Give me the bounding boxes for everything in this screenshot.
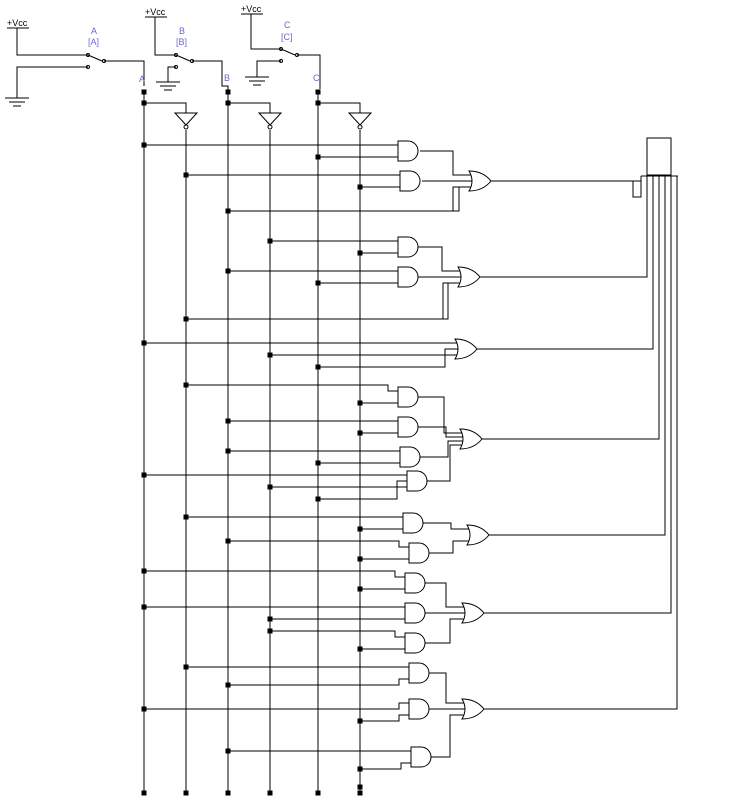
inverter-bubble-b (267, 124, 273, 130)
and-gate-4 (397, 266, 419, 288)
and-gate-11 (404, 572, 426, 594)
and-gate-10 (408, 542, 430, 564)
or-gate-7 (461, 698, 485, 720)
and-gate-7 (399, 446, 421, 468)
ground-symbol-a (5, 97, 29, 107)
and-gate-8 (406, 470, 428, 492)
inverters (173, 112, 373, 130)
and-gate-2 (399, 170, 421, 192)
bus-label-c: C (313, 73, 320, 83)
switch-a-key: [A] (88, 37, 99, 47)
or-gate-1 (468, 170, 492, 192)
inverter-a (173, 112, 199, 126)
and-gate-1 (397, 140, 419, 162)
bus-label-a: A (139, 74, 145, 84)
or-gate-3 (454, 338, 478, 360)
switch-a-label: A (91, 26, 97, 36)
inverter-bubble-c (357, 124, 363, 130)
supply-and-switches: +Vcc +Vcc +Vcc A [A] (5, 4, 321, 107)
output-display (646, 137, 672, 176)
bus-label-b: B (224, 73, 230, 83)
input-buses (143, 90, 361, 793)
ground-symbol-b (156, 81, 180, 91)
or-gate-4 (459, 428, 483, 450)
switch-a[interactable]: A [A] (16, 26, 145, 98)
vcc-label-b: +Vcc (145, 7, 166, 17)
and-gate-15 (408, 698, 430, 720)
and-gate-6 (397, 416, 419, 438)
logic-gates (397, 140, 492, 768)
switch-b-key: [B] (176, 37, 187, 47)
and-gate-16 (410, 746, 432, 768)
and-gate-5 (397, 386, 419, 408)
and-gate-9 (402, 512, 424, 534)
and-gate-13 (404, 632, 426, 654)
vcc-label-a: +Vcc (7, 18, 28, 28)
and-gate-3 (397, 236, 419, 258)
vcc-label-c: +Vcc (241, 4, 262, 14)
inverter-bubble-a (183, 124, 189, 130)
or-gate-2 (457, 266, 481, 288)
output-connector (632, 137, 678, 198)
connection-wires (144, 102, 678, 770)
switch-c-label: C (284, 20, 291, 30)
and-gate-12 (404, 602, 426, 624)
switch-b-label: B (179, 26, 185, 36)
junction-dots (141, 89, 363, 796)
inverter-c (347, 112, 373, 126)
and-gate-14 (408, 662, 430, 684)
switch-b[interactable]: B [B] (154, 17, 229, 92)
switch-c[interactable]: C [C] (250, 14, 321, 89)
or-gate-6 (461, 602, 485, 624)
inverter-b (257, 112, 283, 126)
or-gate-5 (466, 524, 490, 546)
switch-c-key: [C] (281, 32, 293, 42)
ground-symbol-c (245, 76, 269, 86)
